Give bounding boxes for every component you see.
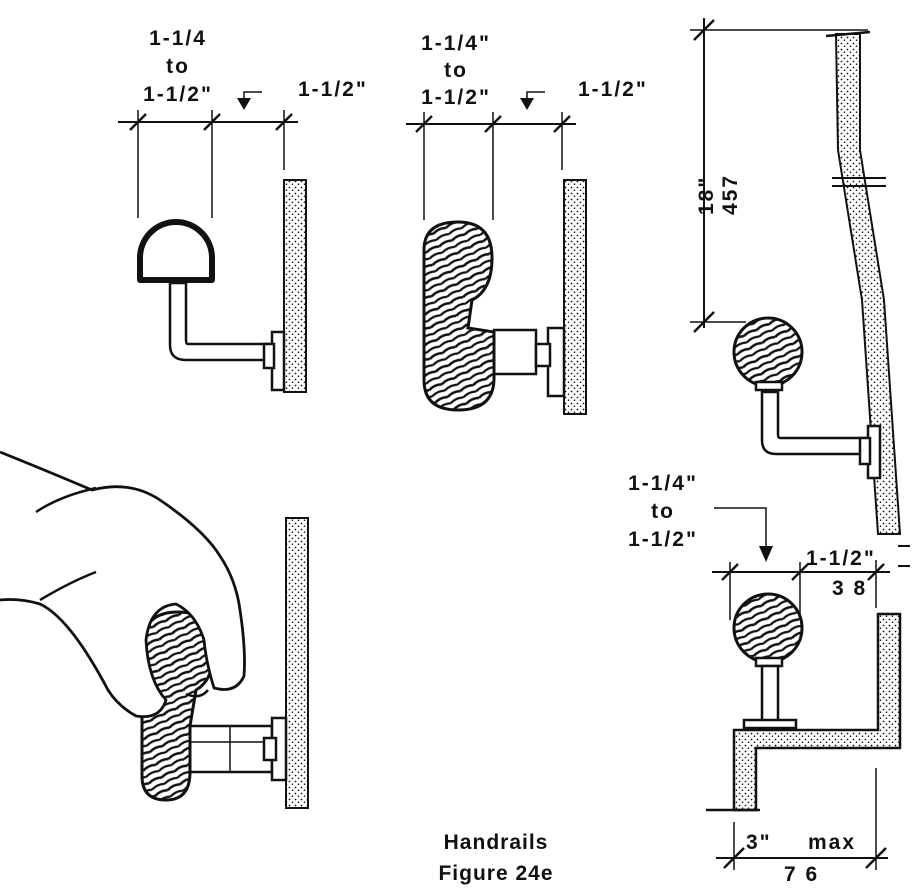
width-label-to: to xyxy=(166,55,190,78)
width-label-top: 1-1/4 xyxy=(149,27,207,50)
post-base-plate xyxy=(742,718,798,730)
depth-label-mm: 7 6 xyxy=(784,863,819,886)
clearance-label: 1-1/2" xyxy=(578,78,648,101)
handrail-round xyxy=(732,316,804,388)
bracket-bolt xyxy=(858,436,872,466)
handrail-round xyxy=(137,219,215,283)
depth-label-max: max xyxy=(808,831,856,854)
handrail-round xyxy=(732,592,804,664)
hand-illustration xyxy=(0,450,246,719)
arrowhead xyxy=(520,98,534,110)
dimension-lines xyxy=(118,110,298,218)
height-label-mm: 457 xyxy=(719,174,742,215)
handrail-oval xyxy=(140,610,216,802)
bracket-block xyxy=(188,724,274,774)
wall-section xyxy=(563,179,587,415)
rail-collar xyxy=(754,380,784,392)
depth-label-inches: 3" xyxy=(746,831,772,854)
bracket-bolt xyxy=(262,342,276,370)
bracket-arm xyxy=(168,281,270,362)
figure-caption: Handrails Figure 24e xyxy=(438,831,553,885)
caption-figure-number: Figure 24e xyxy=(438,862,553,885)
bracket-bolt xyxy=(262,736,278,762)
width-label-top: 1-1/4" xyxy=(421,32,491,55)
bracket-block xyxy=(492,328,538,376)
width-label-bottom: 1-1/2" xyxy=(421,86,491,109)
width-label-bottom: 1-1/2" xyxy=(143,83,213,106)
wall-section xyxy=(285,517,309,809)
caption-title: Handrails xyxy=(444,831,549,854)
depth-dimension xyxy=(716,768,888,870)
dimension-lines xyxy=(406,112,576,220)
clearance-label: 1-1/2" xyxy=(298,78,368,101)
width-label-to: to xyxy=(444,59,468,82)
width-dimension xyxy=(712,545,910,620)
width-label-top: 1-1/4" xyxy=(628,472,698,495)
height-label-inches: 18" xyxy=(695,176,718,215)
arrowhead xyxy=(759,546,773,562)
rail-post xyxy=(760,664,780,724)
width-label-bottom: 1-1/2" xyxy=(628,528,698,551)
wall-section xyxy=(283,179,307,393)
handrail-oval xyxy=(422,220,496,412)
detail-recessed-rail: 18" 457 1-1/4" to 1-1/2" 1-1/2" 3 8 xyxy=(628,18,910,886)
clearance-label-mm: 3 8 xyxy=(832,577,867,600)
height-dimension xyxy=(690,18,868,333)
arrowhead xyxy=(237,98,251,110)
detail-hand-grip xyxy=(0,450,309,809)
wall-upper xyxy=(834,33,902,535)
leader-arrow xyxy=(526,91,545,100)
detail-round-rail: 1-1/4 to 1-1/2" 1-1/2" xyxy=(118,27,368,393)
detail-oval-rail: 1-1/4" to 1-1/2" 1-1/2" xyxy=(406,32,648,415)
bracket-bolt xyxy=(534,342,552,368)
leader-arrow xyxy=(243,91,262,100)
hand-detail xyxy=(39,570,97,602)
width-label-to: to xyxy=(651,500,675,523)
clearance-label-inches: 1-1/2" xyxy=(806,547,876,570)
leader-arrow xyxy=(714,507,767,548)
hand-detail xyxy=(185,689,209,698)
bracket-arm xyxy=(760,390,868,456)
hand-detail xyxy=(35,486,97,514)
